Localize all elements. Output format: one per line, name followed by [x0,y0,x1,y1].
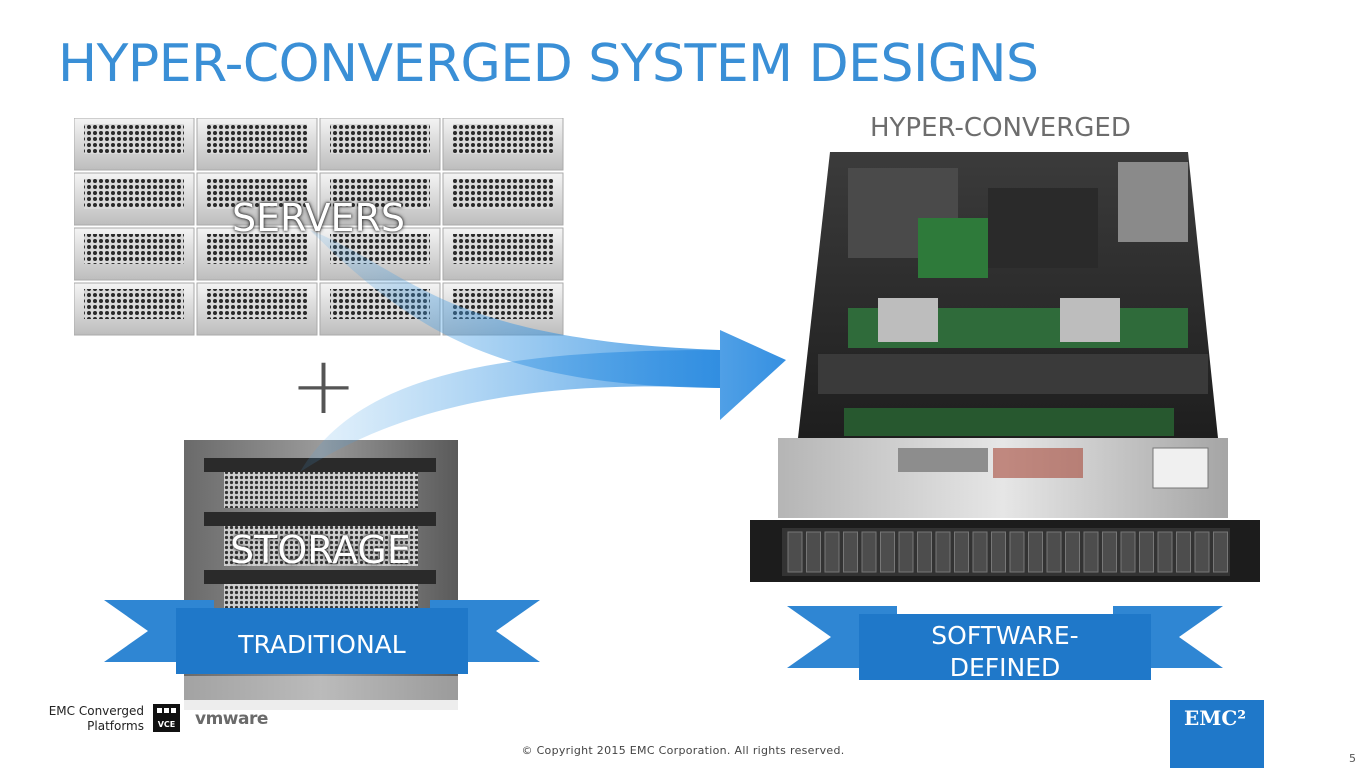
emc-converged-platforms-logo: EMC Converged Platforms [46,704,144,734]
software-defined-line2: DEFINED [949,653,1061,682]
emc-logo: EMC² [1170,700,1264,768]
emc-converged-line2: Platforms [87,719,144,733]
traditional-ribbon [104,600,540,674]
vce-logo-text: VCE [157,720,176,729]
servers-label: SERVERS [232,196,405,240]
software-defined-ribbon [787,606,1223,680]
server-chassis-image [750,152,1260,582]
emc-converged-line1: EMC Converged [48,704,144,718]
hyper-converged-label: HYPER-CONVERGED [870,113,1131,143]
plus-icon: + [290,339,358,432]
vce-logo: VCE [153,704,180,732]
vmware-logo: vmware [195,709,268,729]
server-grid-image [74,118,564,336]
software-defined-ribbon-label: SOFTWARE- DEFINED [859,620,1151,684]
storage-label: STORAGE [230,528,411,572]
page-number: 5 [1349,752,1356,765]
emc-logo-text: EMC² [1184,706,1247,730]
traditional-ribbon-label: TRADITIONAL [238,630,406,659]
software-defined-line1: SOFTWARE- [931,621,1079,650]
curved-arrow-icon [300,230,786,472]
copyright-notice: © Copyright 2015 EMC Corporation. All ri… [521,744,845,757]
page-title: HYPER-CONVERGED SYSTEM DESIGNS [58,34,1039,94]
